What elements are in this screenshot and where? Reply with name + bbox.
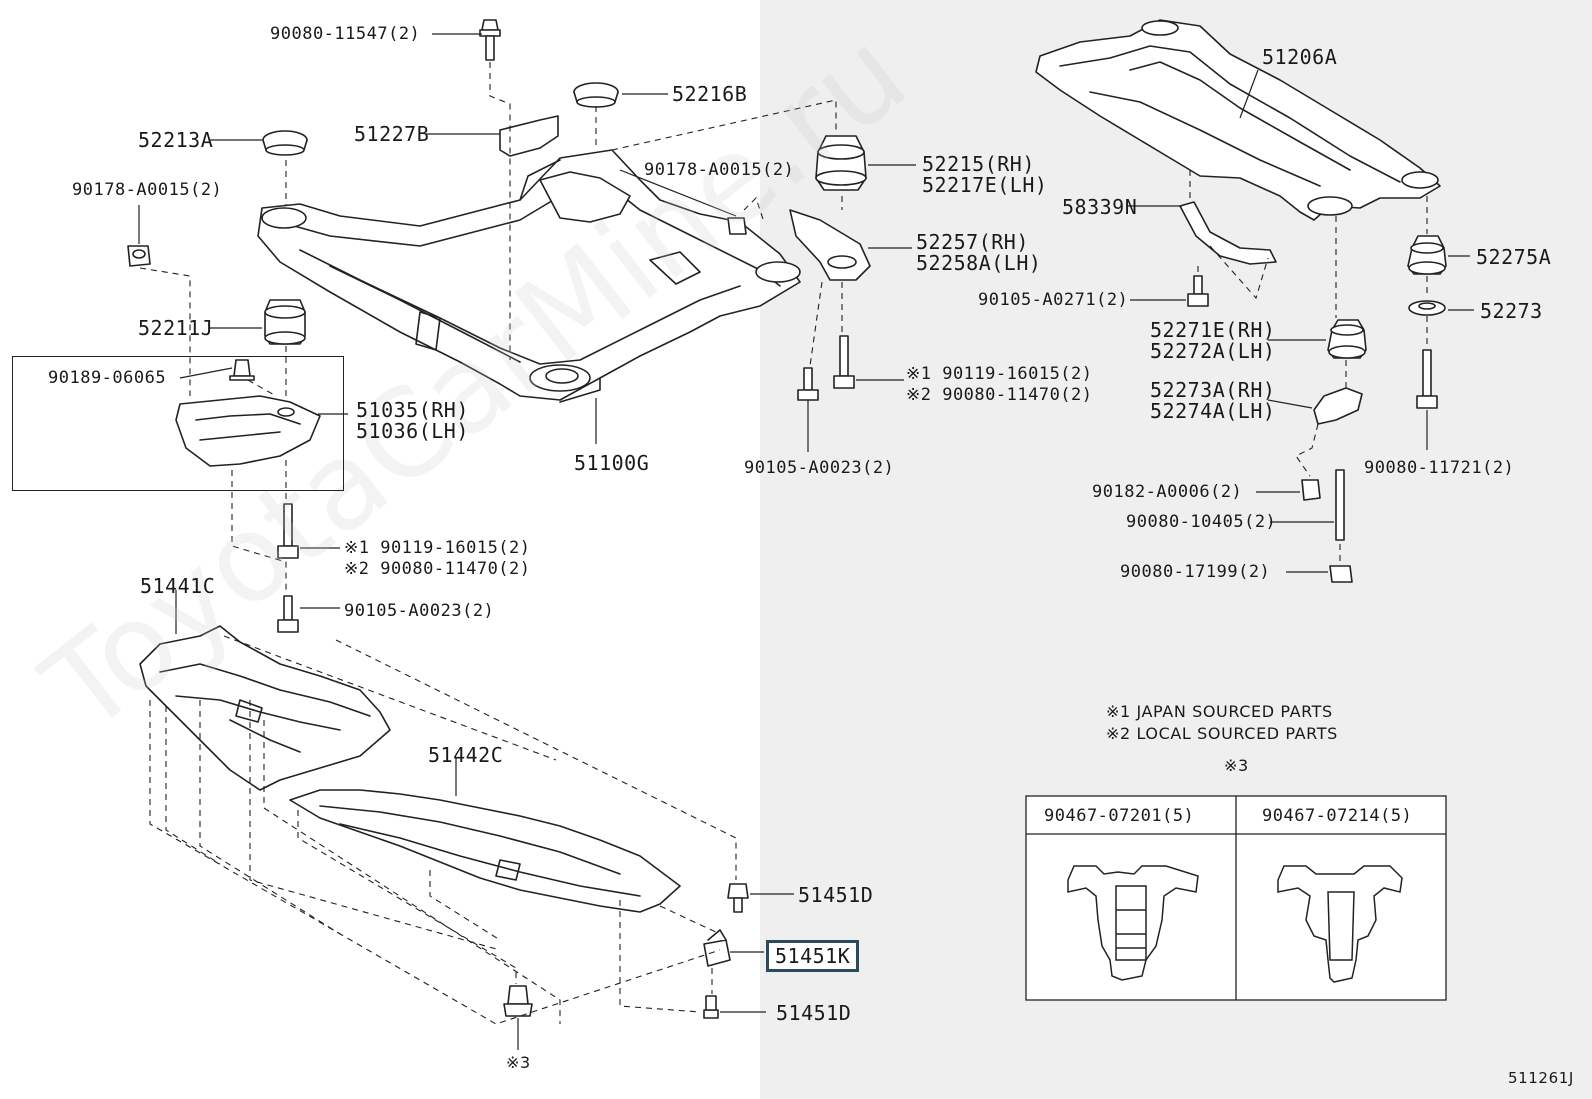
nut-90178-left bbox=[127, 245, 151, 267]
label-note3-bottom: ※3 bbox=[506, 1053, 531, 1072]
label-52272A: 52272A(LH) bbox=[1150, 339, 1276, 363]
note-japan-sourced: ※1 JAPAN SOURCED PARTS bbox=[1106, 702, 1333, 721]
table-header-90467-07201[interactable]: 90467-07201(5) bbox=[1044, 806, 1195, 826]
label-90105-A0023-left[interactable]: 90105-A0023(2) bbox=[344, 601, 495, 621]
table-header-90467-07214[interactable]: 90467-07214(5) bbox=[1262, 806, 1413, 826]
bracket-51035 bbox=[175, 395, 321, 467]
label-51451K-highlighted[interactable]: 51451K bbox=[766, 940, 860, 972]
label-90178-A0015-mid[interactable]: 90178-A0015(2) bbox=[644, 160, 795, 180]
assembly-dashed-lines bbox=[139, 62, 1428, 1025]
bolt-90080-11547 bbox=[479, 19, 501, 61]
nut-90182 bbox=[1301, 479, 1321, 501]
label-52257-52258A[interactable]: 52257(RH) 52258A(LH) bbox=[916, 232, 1041, 274]
clip-icon-90467-07201 bbox=[1067, 865, 1199, 981]
label-51442C[interactable]: 51442C bbox=[428, 743, 504, 767]
clip-table bbox=[1025, 795, 1447, 1001]
label-52258A: 52258A(LH) bbox=[916, 251, 1042, 275]
label-90080-11721[interactable]: 90080-11721(2) bbox=[1364, 458, 1515, 478]
label-90189-06065[interactable]: 90189-06065 bbox=[48, 368, 167, 388]
label-52274A: 52274A(LH) bbox=[1150, 399, 1276, 423]
bolt-90119-left bbox=[277, 503, 299, 559]
label-90119-90080-mid[interactable]: ※1 90119-16015(2) ※2 90080-11470(2) bbox=[906, 364, 1093, 406]
label-52257: 52257(RH) bbox=[916, 230, 1029, 254]
label-52215: 52215(RH) bbox=[922, 152, 1035, 176]
label-52211J[interactable]: 52211J bbox=[138, 316, 214, 340]
label-90105-A0271[interactable]: 90105-A0271(2) bbox=[978, 290, 1129, 310]
label-52273A-52274A[interactable]: 52273A(RH) 52274A(LH) bbox=[1150, 380, 1275, 422]
label-52275A[interactable]: 52275A bbox=[1476, 245, 1552, 269]
label-52271E-52272A[interactable]: 52271E(RH) 52272A(LH) bbox=[1150, 320, 1275, 362]
label-51227B[interactable]: 51227B bbox=[354, 122, 430, 146]
rear-crossmember-51206A bbox=[1035, 19, 1441, 221]
label-52213A[interactable]: 52213A bbox=[138, 128, 214, 152]
undercover-51442C bbox=[289, 789, 681, 913]
label-51206A[interactable]: 51206A bbox=[1262, 45, 1338, 69]
figure-id: 511261J bbox=[1508, 1069, 1574, 1087]
label-51441C[interactable]: 51441C bbox=[140, 574, 216, 598]
label-52215-52217E[interactable]: 52215(RH) 52217E(LH) bbox=[922, 154, 1047, 196]
label-90119-16015-mid: ※1 90119-16015(2) bbox=[906, 364, 1093, 384]
undercover-51441C bbox=[139, 625, 391, 791]
note-local-sourced: ※2 LOCAL SOURCED PARTS bbox=[1106, 724, 1338, 743]
label-90080-17199[interactable]: 90080-17199(2) bbox=[1120, 562, 1271, 582]
cushion-52211J bbox=[264, 299, 306, 345]
screw-51451D-top bbox=[727, 883, 749, 913]
label-52216B[interactable]: 52216B bbox=[672, 82, 748, 106]
bolt-90105-A0271 bbox=[1187, 275, 1209, 307]
label-90182-A0006[interactable]: 90182-A0006(2) bbox=[1092, 482, 1243, 502]
label-90080-11547[interactable]: 90080-11547(2) bbox=[270, 24, 421, 44]
label-52273A: 52273A(RH) bbox=[1150, 378, 1276, 402]
bracket-51035-box bbox=[12, 356, 344, 491]
label-52273[interactable]: 52273 bbox=[1480, 299, 1543, 323]
bolt-90080-11721 bbox=[1416, 349, 1438, 409]
bushing-52216B bbox=[573, 82, 619, 108]
leader-lines bbox=[138, 33, 1474, 1050]
front-crossmember-51100G bbox=[257, 149, 801, 403]
nut-90080-17199 bbox=[1329, 565, 1353, 583]
clip-90189 bbox=[229, 359, 255, 381]
label-51451D-bottom[interactable]: 51451D bbox=[776, 1001, 852, 1025]
cushion-52275A bbox=[1407, 235, 1447, 275]
clip-note3 bbox=[503, 985, 533, 1017]
label-52217E: 52217E(LH) bbox=[922, 173, 1048, 197]
washer-52273 bbox=[1408, 300, 1446, 316]
stopper-52273A bbox=[1313, 387, 1363, 425]
screw-51451D-bottom bbox=[703, 995, 719, 1019]
label-90080-10405[interactable]: 90080-10405(2) bbox=[1126, 512, 1277, 532]
label-51100G[interactable]: 51100G bbox=[574, 451, 650, 475]
bracket-52257 bbox=[789, 209, 871, 281]
label-51451D-top[interactable]: 51451D bbox=[798, 883, 874, 907]
clip-icon-90467-07214 bbox=[1277, 865, 1403, 983]
label-58339N[interactable]: 58339N bbox=[1062, 195, 1138, 219]
cushion-52215 bbox=[815, 135, 867, 191]
label-90119-90080-left[interactable]: ※1 90119-16015(2) ※2 90080-11470(2) bbox=[344, 538, 531, 580]
label-52271E: 52271E(RH) bbox=[1150, 318, 1276, 342]
label-90080-11470-left: ※2 90080-11470(2) bbox=[344, 559, 531, 579]
label-90119-16015-left: ※1 90119-16015(2) bbox=[344, 538, 531, 558]
label-51035: 51035(RH) bbox=[356, 398, 469, 422]
note-3-table: ※3 bbox=[1224, 756, 1249, 775]
label-90178-A0015-left[interactable]: 90178-A0015(2) bbox=[72, 180, 223, 200]
bolt-90105-mid bbox=[797, 367, 819, 401]
bolt-90105-left bbox=[277, 595, 299, 633]
label-90080-11470-mid: ※2 90080-11470(2) bbox=[906, 385, 1093, 405]
label-51035-51036[interactable]: 51035(RH) 51036(LH) bbox=[356, 400, 469, 442]
label-90105-A0023-mid[interactable]: 90105-A0023(2) bbox=[744, 458, 895, 478]
label-51036: 51036(LH) bbox=[356, 419, 469, 443]
bolt-90119-mid bbox=[833, 335, 855, 389]
bushing-52213A bbox=[262, 130, 308, 156]
bracket-58339N bbox=[1179, 201, 1277, 265]
bracket-51227B bbox=[499, 115, 559, 157]
nut-90178-mid bbox=[727, 217, 747, 235]
clip-51451K bbox=[703, 929, 731, 967]
stud-90080-10405 bbox=[1335, 469, 1345, 541]
cushion-52271E bbox=[1327, 319, 1367, 359]
